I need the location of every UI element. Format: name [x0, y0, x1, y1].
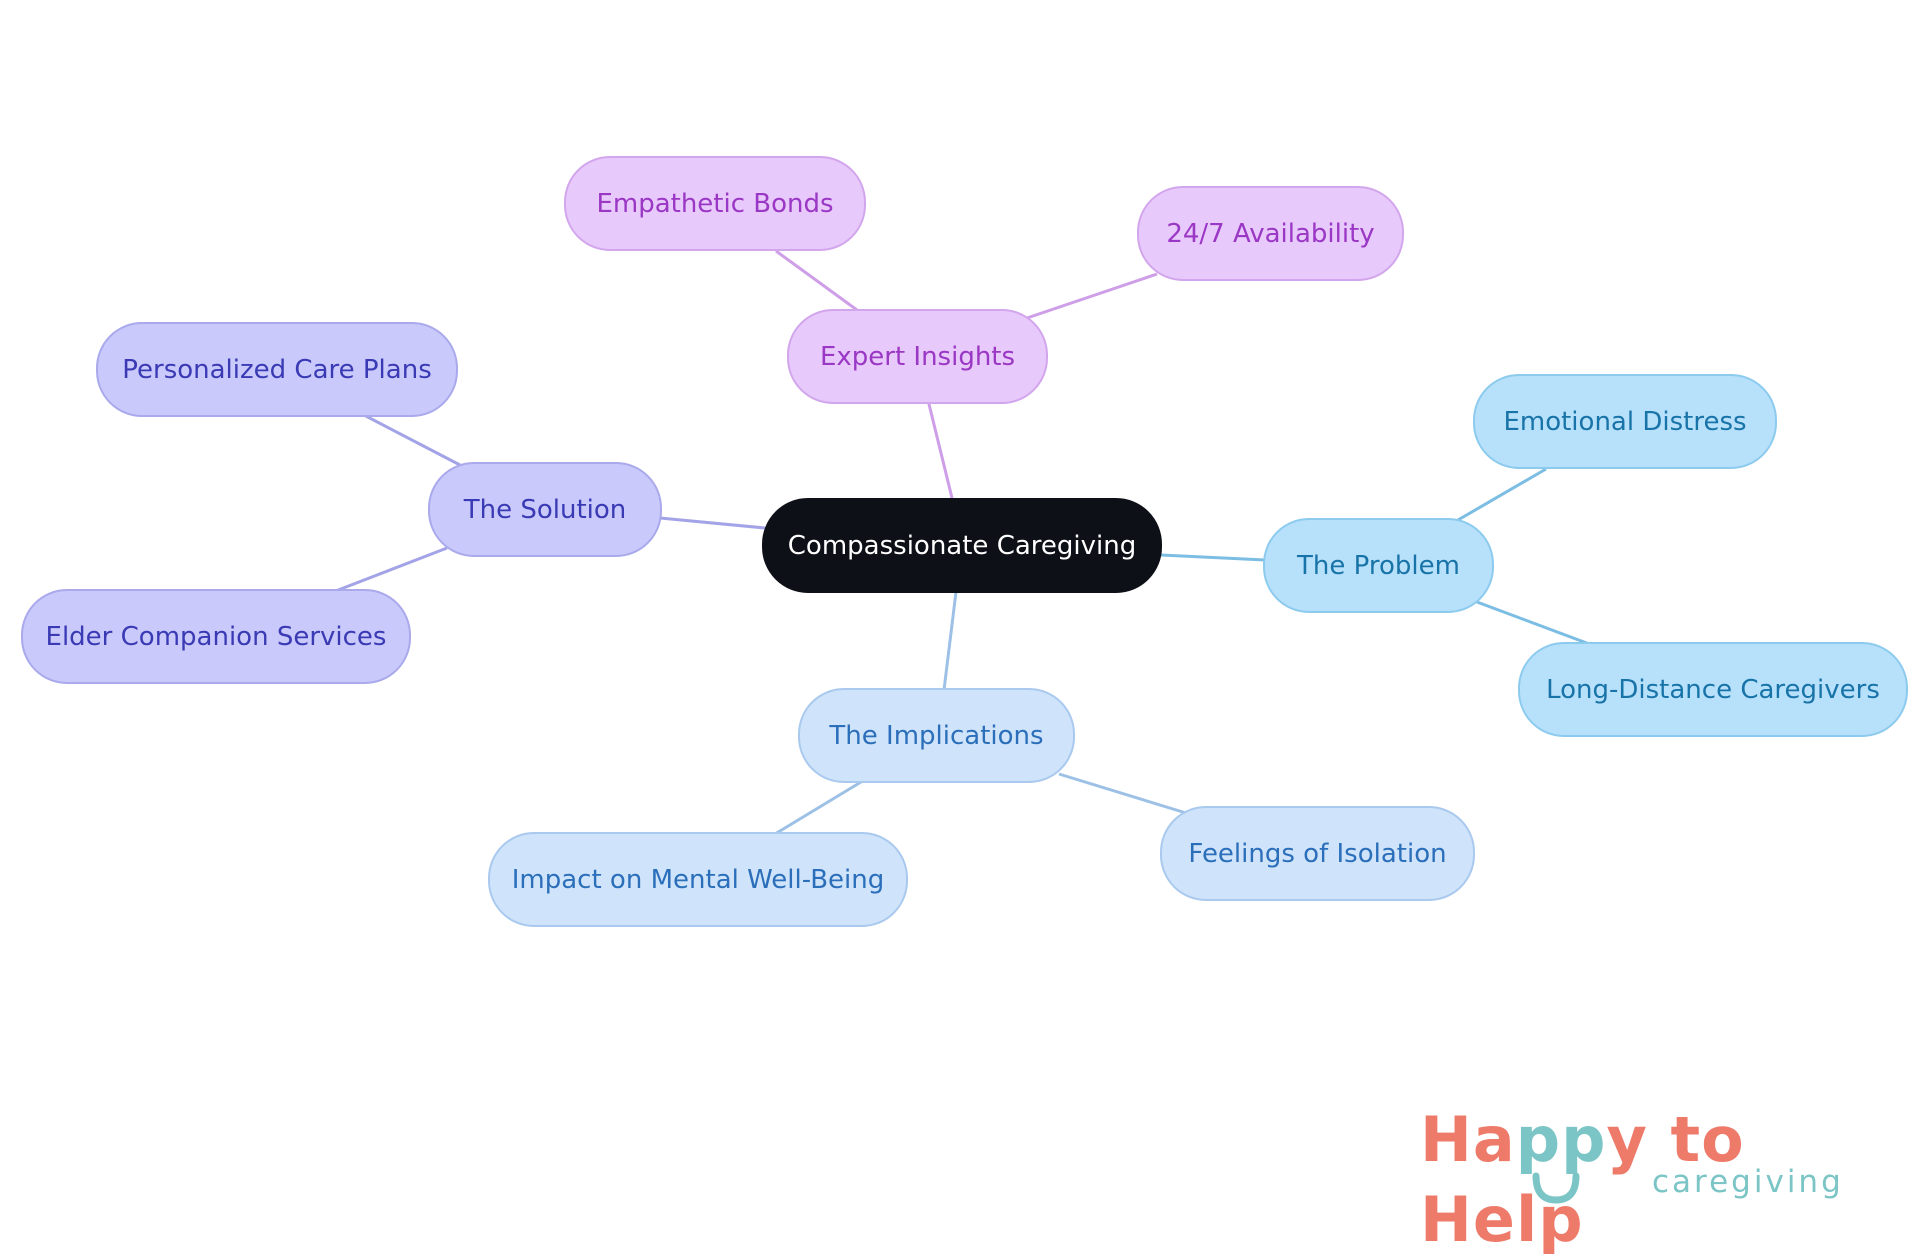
node-impact-on-mental-well-being: Impact on Mental Well-Being: [488, 832, 908, 927]
node-the-implications: The Implications: [798, 688, 1075, 783]
node-elder-companion-services-label: Elder Companion Services: [45, 621, 387, 652]
node-center-label: Compassionate Caregiving: [787, 530, 1137, 561]
edge-problem-long-distance: [1476, 600, 1593, 647]
edge-problem-distress: [1457, 467, 1547, 522]
node-the-problem: The Problem: [1263, 518, 1494, 613]
node-empathetic-bonds-label: Empathetic Bonds: [596, 188, 834, 219]
edge-solution-companion: [332, 546, 448, 594]
node-long-distance-caregivers-label: Long-Distance Caregivers: [1546, 674, 1880, 705]
node-expert-insights-label: Expert Insights: [819, 341, 1016, 372]
edge-center-problem: [1160, 553, 1266, 562]
node-the-solution: The Solution: [428, 462, 662, 557]
node-personalized-care-plans: Personalized Care Plans: [96, 322, 458, 417]
edge-center-insights: [926, 399, 954, 499]
node-the-problem-label: The Problem: [1297, 550, 1460, 581]
edge-implications-isolation: [1058, 772, 1187, 815]
node-elder-companion-services: Elder Companion Services: [21, 589, 411, 684]
edge-center-solution: [659, 516, 766, 530]
edge-insights-availability: [1026, 272, 1158, 320]
node-long-distance-caregivers: Long-Distance Caregivers: [1518, 642, 1908, 737]
logo-tagline: caregiving: [1652, 1164, 1844, 1200]
connector-lines: [332, 249, 1593, 836]
node-personalized-care-plans-label: Personalized Care Plans: [122, 354, 432, 385]
edge-insights-empathetic: [775, 249, 858, 312]
node-center: Compassionate Caregiving: [762, 498, 1162, 593]
edge-center-implications: [942, 591, 958, 691]
node-impact-on-mental-well-being-label: Impact on Mental Well-Being: [511, 864, 885, 895]
logo-word-part-2: pp: [1515, 1103, 1607, 1176]
node-24-7-availability: 24/7 Availability: [1137, 186, 1404, 281]
node-24-7-availability-label: 24/7 Availability: [1166, 218, 1375, 249]
node-feelings-of-isolation: Feelings of Isolation: [1160, 806, 1475, 901]
node-empathetic-bonds: Empathetic Bonds: [564, 156, 866, 251]
edge-solution-care-plans: [361, 412, 461, 467]
node-the-implications-label: The Implications: [829, 720, 1044, 751]
node-emotional-distress: Emotional Distress: [1473, 374, 1777, 469]
node-feelings-of-isolation-label: Feelings of Isolation: [1188, 838, 1447, 869]
logo-word-part-1: Ha: [1420, 1103, 1516, 1176]
smile-icon: [1532, 1172, 1580, 1204]
node-the-solution-label: The Solution: [463, 494, 627, 525]
mind-map: Compassionate Caregiving The Solution Pe…: [21, 156, 1908, 927]
edge-implications-mental: [774, 780, 862, 836]
node-expert-insights: Expert Insights: [787, 309, 1048, 404]
happy-to-help-logo: Happy to Help caregiving: [1420, 1100, 1890, 1256]
node-emotional-distress-label: Emotional Distress: [1503, 406, 1747, 437]
